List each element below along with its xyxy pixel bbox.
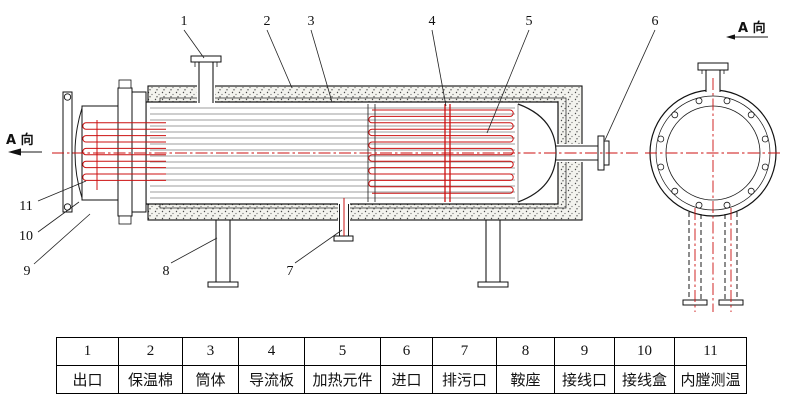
callout-7: 7 xyxy=(287,229,343,279)
junction-box-cover xyxy=(62,91,83,213)
part-label: 接线口 xyxy=(554,365,615,394)
svg-text:9: 9 xyxy=(24,264,31,279)
part-number: 3 xyxy=(182,337,239,366)
part-number: 9 xyxy=(554,337,615,366)
part-label: 保温棉 xyxy=(118,365,183,394)
bolt-holes xyxy=(657,97,769,209)
arrowhead-icon xyxy=(8,148,21,156)
outlet-nozzle xyxy=(190,55,222,103)
part-label: 导流板 xyxy=(238,365,305,394)
callout-2: 2 xyxy=(264,14,293,89)
flange-stack xyxy=(117,79,147,225)
svg-text:3: 3 xyxy=(308,14,315,29)
end-view-title: A 向 xyxy=(726,20,768,40)
part-number: 11 xyxy=(674,337,747,366)
flange-bolt-bottom xyxy=(118,215,132,225)
parts-table-number-row: 1 2 3 4 5 6 7 8 9 10 11 xyxy=(56,337,747,366)
part-label: 内膛测温 xyxy=(674,365,747,394)
svg-text:11: 11 xyxy=(19,199,32,214)
drain-nozzle xyxy=(333,198,354,242)
shell-cylinder xyxy=(145,101,559,205)
part-number: 4 xyxy=(238,337,305,366)
part-label: 加热元件 xyxy=(304,365,381,394)
element-terminal-rods xyxy=(82,120,166,190)
callout-1: 1 xyxy=(181,14,205,59)
svg-text:6: 6 xyxy=(652,14,659,29)
arrowhead-icon xyxy=(726,34,735,40)
technical-drawing: A 向 xyxy=(6,14,781,312)
callout-9: 9 xyxy=(24,213,91,279)
svg-text:1: 1 xyxy=(181,14,188,29)
part-label: 进口 xyxy=(380,365,433,394)
callout-5: 5 xyxy=(486,14,533,134)
saddle-left xyxy=(207,220,239,288)
callouts: 1 2 3 4 5 6 7 8 xyxy=(19,14,659,279)
callout-4: 4 xyxy=(429,14,447,107)
flange-bolt-top xyxy=(118,79,132,89)
part-number: 2 xyxy=(118,337,183,366)
part-number: 1 xyxy=(56,337,119,366)
callout-11: 11 xyxy=(19,180,87,214)
part-label: 出口 xyxy=(56,365,119,394)
saddle-right xyxy=(477,220,509,288)
view-direction-arrow: A 向 xyxy=(6,132,42,156)
svg-text:4: 4 xyxy=(429,14,436,29)
end-view-legs xyxy=(682,208,744,312)
part-label: 筒体 xyxy=(182,365,239,394)
end-view: A 向 xyxy=(645,20,781,312)
svg-text:5: 5 xyxy=(526,14,533,29)
side-view: A 向 xyxy=(6,55,638,288)
part-number: 5 xyxy=(304,337,381,366)
svg-text:7: 7 xyxy=(287,264,294,279)
view-direction-label: A 向 xyxy=(6,132,34,148)
part-label: 鞍座 xyxy=(496,365,555,394)
parts-table: 1 2 3 4 5 6 7 8 9 10 11 出口 保温棉 筒体 导流板 加热… xyxy=(56,337,747,394)
callout-3: 3 xyxy=(308,14,333,103)
part-number: 6 xyxy=(380,337,433,366)
callout-8: 8 xyxy=(163,237,218,279)
part-number: 7 xyxy=(432,337,497,366)
callout-10: 10 xyxy=(19,201,80,244)
svg-text:2: 2 xyxy=(264,14,271,29)
callout-6: 6 xyxy=(604,14,659,141)
svg-text:8: 8 xyxy=(163,264,170,279)
part-label: 排污口 xyxy=(432,365,497,394)
svg-text:10: 10 xyxy=(19,229,33,244)
part-number: 10 xyxy=(614,337,675,366)
nozzle-cutout-top xyxy=(197,84,215,104)
heating-element-bundle xyxy=(368,109,514,194)
part-label: 接线盒 xyxy=(614,365,675,394)
cover-bolt-top xyxy=(63,93,72,101)
end-view-title-label: A 向 xyxy=(738,20,766,36)
part-number: 8 xyxy=(496,337,555,366)
parts-table-label-row: 出口 保温棉 筒体 导流板 加热元件 进口 排污口 鞍座 接线口 接线盒 内膛测… xyxy=(56,365,747,394)
